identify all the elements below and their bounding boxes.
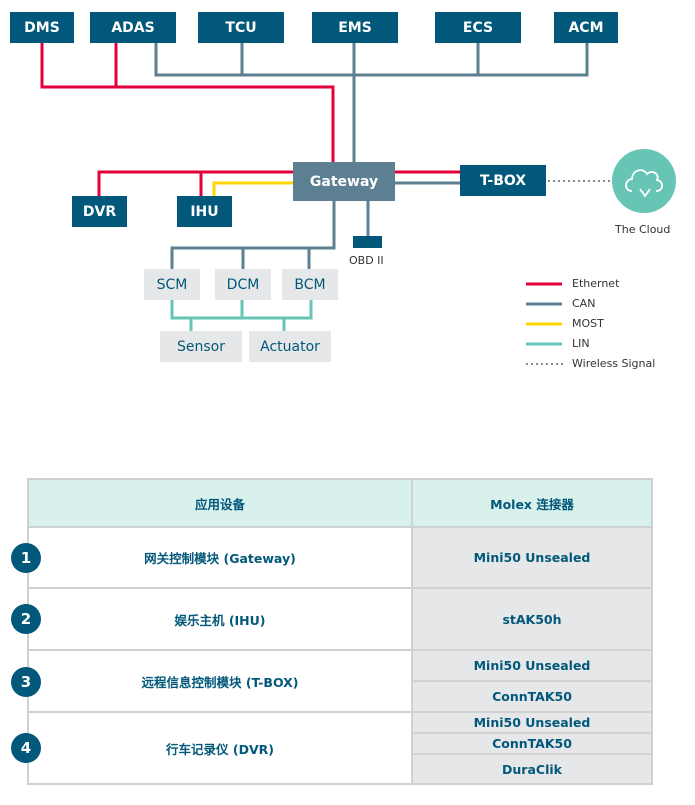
node-bcm: BCM bbox=[282, 269, 338, 300]
most-line-ihu bbox=[212, 181, 293, 198]
device-cell: 娱乐主机 (IHU) bbox=[27, 587, 413, 651]
node-ecs: ECS bbox=[435, 12, 521, 43]
header-device: 应用设备 bbox=[27, 478, 413, 528]
cloud-download-icon bbox=[625, 169, 664, 198]
node-tcu: TCU bbox=[198, 12, 284, 43]
table-row: ConnTAK50 bbox=[28, 680, 653, 713]
table-header-row: 应用设备 Molex 连接器 bbox=[27, 478, 653, 528]
connector-cell: ConnTAK50 bbox=[411, 680, 653, 713]
legend-wireless: Wireless Signal bbox=[572, 357, 656, 370]
table-row: 行车记录仪 (DVR) Mini50 Unsealed bbox=[27, 711, 653, 785]
ethernet-line-dvr bbox=[97, 170, 293, 198]
table-row: DuraClik bbox=[28, 753, 653, 785]
row-number-badge: 2 bbox=[11, 604, 41, 634]
cloud-label: The Cloud bbox=[615, 223, 671, 236]
obd-label: OBD II bbox=[349, 254, 384, 267]
row-number-badge: 1 bbox=[11, 543, 41, 573]
node-adas: ADAS bbox=[90, 12, 176, 43]
node-ems: EMS bbox=[312, 12, 398, 43]
node-actuator: Actuator bbox=[249, 331, 331, 362]
legend-ethernet: Ethernet bbox=[572, 277, 620, 290]
connector-table: 应用设备 Molex 连接器 网关控制模块 (Gateway) Mini50 U… bbox=[27, 478, 653, 785]
can-bus-body bbox=[170, 200, 336, 270]
obd-port-icon bbox=[353, 236, 382, 248]
row-number-badge: 3 bbox=[11, 667, 41, 697]
table-row: 娱乐主机 (IHU) stAK50h bbox=[27, 587, 653, 651]
connector-cell: stAK50h bbox=[411, 587, 653, 651]
node-tbox: T-BOX bbox=[460, 165, 546, 196]
connector-cell: Mini50 Unsealed bbox=[411, 649, 653, 682]
node-ihu: IHU bbox=[177, 196, 232, 227]
node-acm: ACM bbox=[554, 12, 618, 43]
row-number-badge: 4 bbox=[11, 733, 41, 763]
ethernet-line-dms-adas bbox=[40, 43, 335, 163]
device-cell: 远程信息控制模块 (T-BOX) bbox=[27, 649, 413, 713]
node-gateway: Gateway bbox=[293, 162, 395, 201]
node-sensor: Sensor bbox=[160, 331, 242, 362]
node-dvr: DVR bbox=[72, 196, 127, 227]
connector-cell: Mini50 Unsealed bbox=[411, 711, 653, 734]
table-row: 网关控制模块 (Gateway) Mini50 Unsealed bbox=[27, 526, 653, 589]
cloud-circle bbox=[612, 149, 676, 213]
device-cell: 行车记录仪 (DVR) bbox=[27, 711, 413, 785]
node-dcm: DCM bbox=[215, 269, 271, 300]
connector-cell: Mini50 Unsealed bbox=[411, 526, 653, 589]
can-bus-top bbox=[154, 43, 589, 77]
connector-cell: DuraClik bbox=[411, 753, 653, 785]
table-row: ConnTAK50 bbox=[28, 732, 653, 755]
legend-can: CAN bbox=[572, 297, 596, 310]
legend-most: MOST bbox=[572, 317, 604, 330]
network-diagram: DMS ADAS TCU EMS ECS ACM Gateway T-BOX D… bbox=[0, 0, 695, 400]
connector-cell: ConnTAK50 bbox=[411, 732, 653, 755]
connection-lines bbox=[40, 43, 612, 365]
device-cell: 网关控制模块 (Gateway) bbox=[27, 526, 413, 589]
node-scm: SCM bbox=[144, 269, 200, 300]
node-dms: DMS bbox=[10, 12, 74, 43]
table-row: 远程信息控制模块 (T-BOX) Mini50 Unsealed bbox=[27, 649, 653, 713]
header-connector: Molex 连接器 bbox=[411, 478, 653, 528]
legend-lin: LIN bbox=[572, 337, 590, 350]
